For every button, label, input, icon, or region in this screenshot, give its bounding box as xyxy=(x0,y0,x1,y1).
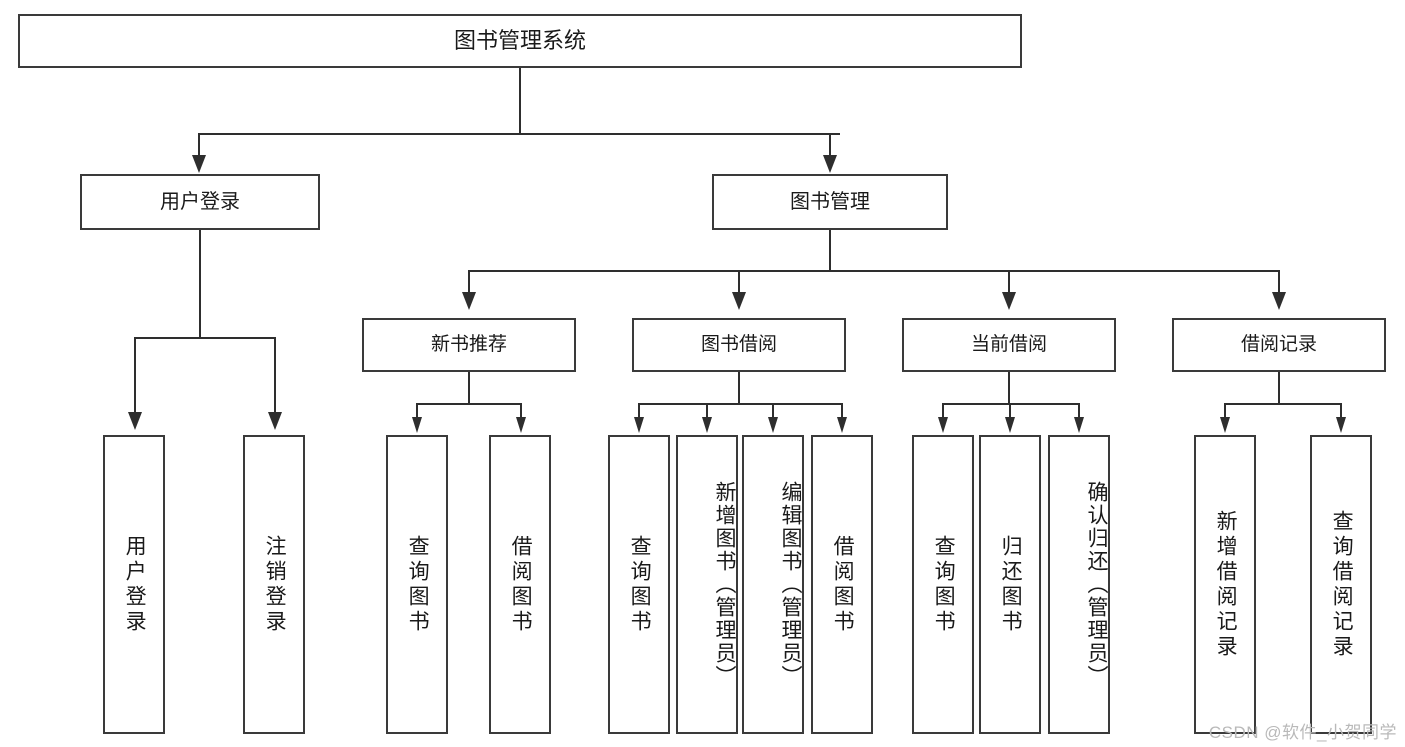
leaf-label: 查询借阅记录 xyxy=(1330,509,1354,660)
connector-user-login-to-leaf-2 xyxy=(274,337,276,415)
arrowhead-cb-leaf-1 xyxy=(938,417,948,433)
leaf-label: 查询图书 xyxy=(406,534,430,635)
arrowhead-new-book-leaf-2 xyxy=(516,417,526,433)
arrowhead-br-leaf-2 xyxy=(1336,417,1346,433)
connector-bm-to-new-book xyxy=(468,270,470,295)
arrowhead-bb-leaf-1 xyxy=(634,417,644,433)
leaf-label: 借阅图书 xyxy=(509,534,533,635)
node-label: 用户登录 xyxy=(160,190,240,213)
leaf-confirm-return-admin[interactable]: 确认归还（管理员） xyxy=(1048,435,1110,734)
connector-bb-to-leaf-3 xyxy=(772,403,774,419)
node-label: 新书推荐 xyxy=(430,334,507,356)
node-label: 当前借阅 xyxy=(970,334,1047,356)
arrowhead-user-login-leaf-2 xyxy=(268,412,282,430)
leaf-label: 归还图书 xyxy=(999,534,1023,635)
connector-bm-to-book-borrow xyxy=(738,270,740,295)
leaf-label: 确认归还（管理员） xyxy=(1085,481,1108,688)
leaf-edit-book-admin[interactable]: 编辑图书（管理员） xyxy=(742,435,804,734)
leaf-return-book[interactable]: 归还图书 xyxy=(979,435,1041,734)
leaf-label: 新增图书（管理员） xyxy=(713,481,736,688)
leaf-query-book-borrow[interactable]: 查询图书 xyxy=(608,435,670,734)
connector-current-borrow-stem xyxy=(1008,372,1010,404)
leaf-add-borrow-record[interactable]: 新增借阅记录 xyxy=(1194,435,1256,734)
connector-book-borrow-bus xyxy=(638,403,843,405)
leaf-label: 查询图书 xyxy=(932,534,956,635)
leaf-logout[interactable]: 注销登录 xyxy=(243,435,305,734)
leaf-label: 查询图书 xyxy=(628,534,652,635)
arrowhead-new-book-leaf-1 xyxy=(412,417,422,433)
arrowhead-borrow-record xyxy=(1272,292,1286,310)
leaf-query-borrow-record[interactable]: 查询借阅记录 xyxy=(1310,435,1372,734)
connector-book-management-bus xyxy=(468,270,1278,272)
node-book-management[interactable]: 图书管理 xyxy=(712,174,948,230)
node-borrow-record[interactable]: 借阅记录 xyxy=(1172,318,1386,372)
arrowhead-cb-leaf-3 xyxy=(1074,417,1084,433)
connector-new-book-stem xyxy=(468,372,470,404)
connector-book-management-stem xyxy=(829,230,831,272)
connector-bm-to-borrow-record xyxy=(1278,270,1280,295)
leaf-label: 注销登录 xyxy=(263,534,287,635)
connector-book-borrow-stem xyxy=(738,372,740,404)
connector-bb-to-leaf-1 xyxy=(638,403,640,419)
leaf-borrow-book-new-recommend[interactable]: 借阅图书 xyxy=(489,435,551,734)
connector-bm-to-current-borrow xyxy=(1008,270,1010,295)
connector-user-login-to-leaf-1 xyxy=(134,337,136,415)
connector-root-stem xyxy=(519,68,521,134)
node-book-borrow[interactable]: 图书借阅 xyxy=(632,318,846,372)
node-new-book-recommend[interactable]: 新书推荐 xyxy=(362,318,576,372)
connector-user-login-bus xyxy=(134,337,276,339)
connector-root-to-user-login xyxy=(198,133,200,158)
connector-new-book-to-leaf-2 xyxy=(520,403,522,419)
connector-br-to-leaf-2 xyxy=(1340,403,1342,419)
connector-bb-to-leaf-2 xyxy=(706,403,708,419)
leaf-user-login[interactable]: 用户登录 xyxy=(103,435,165,734)
arrowhead-cb-leaf-2 xyxy=(1005,417,1015,433)
connector-bb-to-leaf-4 xyxy=(841,403,843,419)
node-label: 图书管理系统 xyxy=(453,28,586,54)
leaf-label: 借阅图书 xyxy=(831,534,855,635)
leaf-query-book-new-recommend[interactable]: 查询图书 xyxy=(386,435,448,734)
connector-borrow-record-bus xyxy=(1224,403,1341,405)
connector-new-book-to-leaf-1 xyxy=(416,403,418,419)
node-root-library-management-system[interactable]: 图书管理系统 xyxy=(18,14,1022,68)
node-current-borrow[interactable]: 当前借阅 xyxy=(902,318,1116,372)
leaf-label: 用户登录 xyxy=(123,534,147,635)
node-user-login[interactable]: 用户登录 xyxy=(80,174,320,230)
arrowhead-new-book-recommend xyxy=(462,292,476,310)
connector-root-bus xyxy=(198,133,840,135)
arrowhead-bb-leaf-3 xyxy=(768,417,778,433)
csdn-watermark: CSDN @软件_小贺同学 xyxy=(1208,723,1397,742)
arrowhead-to-user-login xyxy=(192,155,206,173)
connector-br-to-leaf-1 xyxy=(1224,403,1226,419)
connector-cb-to-leaf-2 xyxy=(1009,403,1011,419)
connector-cb-to-leaf-3 xyxy=(1078,403,1080,419)
leaf-borrow-book-book-borrow[interactable]: 借阅图书 xyxy=(811,435,873,734)
connector-new-book-bus xyxy=(416,403,521,405)
arrowhead-to-book-management xyxy=(823,155,837,173)
leaf-label: 编辑图书（管理员） xyxy=(779,481,802,688)
arrowhead-current-borrow xyxy=(1002,292,1016,310)
node-label: 借阅记录 xyxy=(1240,334,1317,356)
leaf-label: 新增借阅记录 xyxy=(1214,509,1238,660)
arrowhead-book-borrow xyxy=(732,292,746,310)
connector-root-to-book-management xyxy=(829,133,831,158)
connector-borrow-record-stem xyxy=(1278,372,1280,404)
arrowhead-br-leaf-1 xyxy=(1220,417,1230,433)
arrowhead-bb-leaf-4 xyxy=(837,417,847,433)
node-label: 图书借阅 xyxy=(700,334,777,356)
arrowhead-bb-leaf-2 xyxy=(702,417,712,433)
connector-user-login-stem xyxy=(199,230,201,338)
leaf-add-book-admin[interactable]: 新增图书（管理员） xyxy=(676,435,738,734)
connector-cb-to-leaf-1 xyxy=(942,403,944,419)
arrowhead-user-login-leaf-1 xyxy=(128,412,142,430)
node-label: 图书管理 xyxy=(790,190,870,213)
leaf-query-book-current-borrow[interactable]: 查询图书 xyxy=(912,435,974,734)
